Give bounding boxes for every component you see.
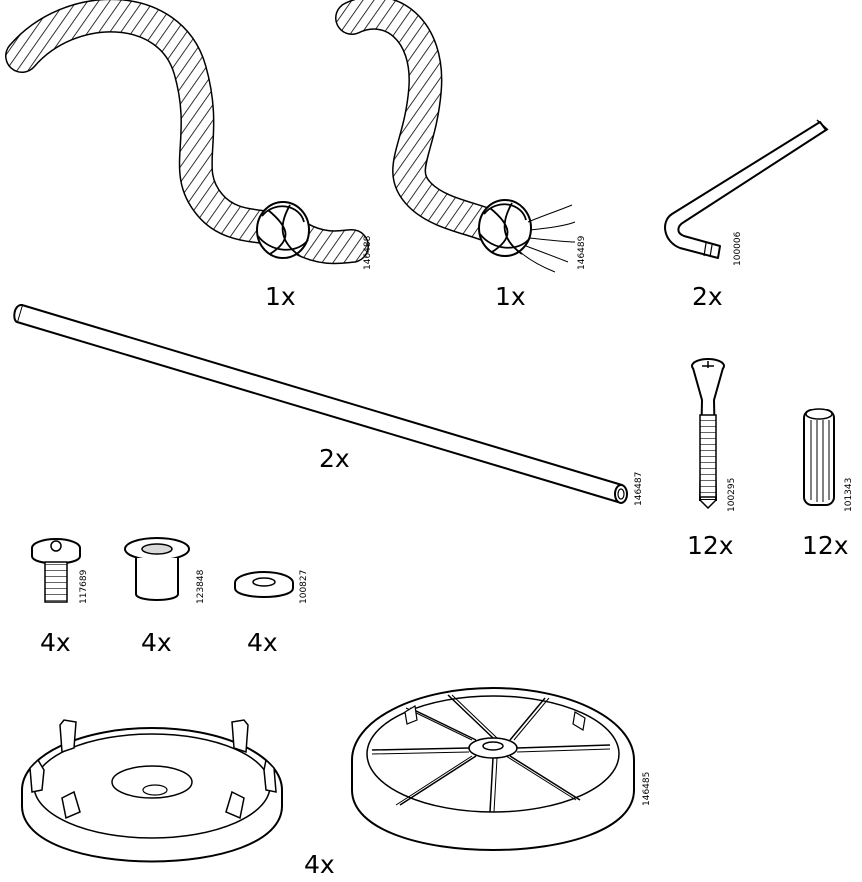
rope-a-drawing bbox=[5, 0, 369, 265]
long-screw-drawing bbox=[691, 358, 725, 510]
washer-quantity: 4x bbox=[247, 628, 278, 657]
long-screw-quantity: 12x bbox=[687, 531, 734, 560]
rope-b-quantity: 1x bbox=[495, 282, 526, 311]
dowel-quantity: 12x bbox=[802, 531, 849, 560]
washer-part-number: 100827 bbox=[299, 569, 309, 604]
rod-quantity: 2x bbox=[319, 444, 350, 473]
short-bolt-drawing bbox=[31, 538, 81, 603]
short-bolt-quantity: 4x bbox=[40, 628, 71, 657]
wheel-part-number: 146485 bbox=[642, 771, 652, 806]
rope-a-quantity: 1x bbox=[265, 282, 296, 311]
allen-key-quantity: 2x bbox=[692, 282, 723, 311]
allen-key-part-number: 100006 bbox=[733, 231, 743, 266]
rope-b-part-number: 146489 bbox=[577, 235, 587, 270]
bushing-quantity: 4x bbox=[141, 628, 172, 657]
wheel-quantity: 4x bbox=[304, 850, 335, 879]
dowel-drawing bbox=[803, 408, 835, 506]
rod-part-number: 146487 bbox=[634, 471, 644, 506]
hub-cap-drawing bbox=[21, 719, 283, 863]
dowel-part-number: 101343 bbox=[844, 477, 854, 512]
wheel-drawing bbox=[351, 687, 635, 851]
washer-drawing bbox=[234, 571, 294, 598]
allen-key-drawing bbox=[664, 119, 829, 259]
bushing-drawing bbox=[124, 537, 190, 601]
short-bolt-part-number: 117689 bbox=[79, 569, 89, 604]
rope-a-part-number: 146488 bbox=[363, 235, 373, 270]
long-screw-part-number: 100295 bbox=[727, 477, 737, 512]
rod-drawing bbox=[13, 304, 628, 504]
bushing-part-number: 123848 bbox=[196, 569, 206, 604]
rope-b-drawing bbox=[335, 0, 576, 273]
